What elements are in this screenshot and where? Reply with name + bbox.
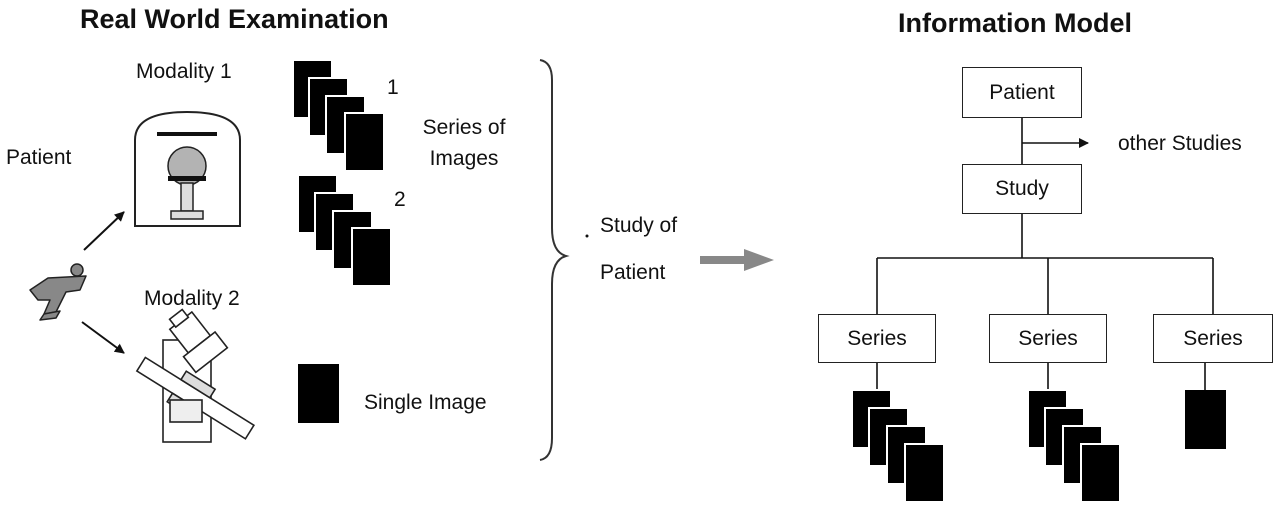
xray-machine-icon (135, 308, 256, 443)
arrow-icon (700, 249, 774, 271)
image-stack-icon (851, 389, 945, 503)
series-caption: Series of Images (414, 116, 514, 171)
single-image-icon (298, 364, 339, 423)
brace-icon (539, 59, 570, 461)
study-label-line2: Patient (600, 261, 666, 284)
real-world-title: Real World Examination (80, 4, 389, 34)
patient-label: Patient (6, 146, 72, 169)
series-box: Series (818, 314, 936, 363)
image-stack-icon (1027, 389, 1121, 503)
series-box: Series (989, 314, 1107, 363)
series-caption-line2: Images (429, 147, 499, 171)
single-image-icon (1185, 390, 1226, 449)
patient-box: Patient (962, 67, 1082, 118)
image-stack-icon (292, 59, 385, 172)
information-model-title: Information Model (898, 8, 1132, 38)
series-1-number: 1 (387, 76, 399, 99)
ct-scanner-icon (134, 110, 241, 227)
study-box: Study (962, 164, 1082, 214)
series-box: Series (1153, 314, 1273, 363)
arrow-to-modality-2 (81, 321, 125, 354)
study-label-line1: Study of (600, 214, 678, 237)
series-2-number: 2 (394, 188, 406, 211)
modality-2-label: Modality 2 (144, 287, 240, 310)
arrow-to-modality-1 (83, 211, 125, 251)
image-stack-icon (297, 174, 392, 287)
single-image-label: Single Image (364, 391, 487, 414)
series-caption-line1: Series of (422, 116, 506, 139)
person-icon (29, 263, 87, 321)
study-dot (585, 234, 589, 238)
other-studies-label: other Studies (1118, 132, 1242, 155)
modality-1-label: Modality 1 (136, 60, 232, 83)
